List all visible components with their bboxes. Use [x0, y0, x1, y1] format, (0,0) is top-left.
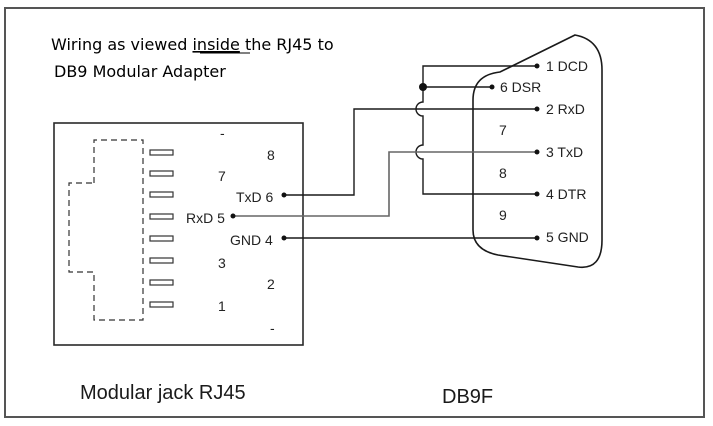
db9-pin-5-label: 5 GND: [546, 229, 589, 245]
rj45-contacts: [149, 149, 174, 308]
db9-pin-7-label: 7: [499, 122, 507, 138]
contact-1: [149, 301, 174, 308]
db9-pin-2-dot: [534, 106, 540, 112]
title-text-pre: Wiring as viewed: [51, 35, 192, 54]
title-line-1: Wiring as viewed inside the RJ45 to: [51, 35, 334, 54]
wires: [230, 63, 540, 241]
db9-pin-1-label: 1 DCD: [546, 58, 588, 74]
contact-4: [149, 235, 174, 242]
rj45-jack: - 8 7 TxD 6 RxD 5 GND 4 3 2 1 -: [53, 122, 304, 346]
junction-dot: [419, 83, 427, 91]
db9-pin-4-dot: [534, 191, 540, 197]
db9-pin-2-label: 2 RxD: [546, 101, 585, 117]
contact-8: [149, 149, 174, 156]
title-line-2: DB9 Modular Adapter: [54, 62, 226, 81]
db9-pin-8-label: 8: [499, 165, 507, 181]
rj45-pin-3-label: 3: [218, 255, 226, 271]
db9-pin-6-label: 6 DSR: [500, 79, 541, 95]
rj45-caption: Modular jack RJ45: [80, 382, 246, 404]
wire-txd6-to-rxd2: [284, 108, 537, 196]
db9-pin-6-dot: [489, 84, 495, 90]
rj45-pin-1-label: 1: [218, 298, 226, 314]
contact-6: [149, 191, 174, 198]
wire-rxd5-to-txd3: [233, 151, 537, 217]
rj45-pin-6-label: TxD 6: [236, 189, 274, 205]
db9-pin-9-label: 9: [499, 207, 507, 223]
contact-7: [149, 170, 174, 177]
rj45-body: [53, 122, 304, 346]
wire-dcd-dsr-dtr: [415, 65, 537, 195]
rj45-pin-8-label: 8: [267, 147, 275, 163]
db9-pin-3-label: 3 TxD: [546, 144, 583, 160]
db9-pin-5-dot: [534, 235, 540, 241]
rj45-pin-2-label: 2: [267, 276, 275, 292]
rj45-pin-7-label: 7: [218, 168, 226, 184]
db9-pin-3-dot: [534, 149, 540, 155]
db9-pin-4-label: 4 DTR: [546, 186, 586, 202]
contact-2: [149, 279, 174, 286]
db9-caption: DB9F: [442, 386, 493, 408]
title-text-underlined: inside: [192, 35, 239, 54]
rj45-pin-6-dot: [281, 192, 287, 198]
db9-pin-1-dot: [534, 63, 540, 69]
rj45-pin-4-dot: [281, 235, 287, 241]
rj45-pin-5-dot: [230, 213, 236, 219]
rj45-pin-5-label: RxD 5: [186, 210, 225, 226]
contact-5: [149, 213, 174, 220]
db9-connector: 1 DCD 6 DSR 2 RxD 7 3 TxD 8 4 DTR 9 5 GN…: [472, 34, 603, 269]
rj45-bottom-dash: -: [270, 320, 275, 336]
contact-3: [149, 257, 174, 264]
db9-shell-outline: [472, 34, 603, 269]
rj45-plug-outline: [68, 139, 144, 321]
rj45-top-dash: -: [220, 125, 225, 141]
rj45-pin-4-label: GND 4: [230, 232, 273, 248]
title-text-post: the RJ45 to: [240, 35, 334, 54]
